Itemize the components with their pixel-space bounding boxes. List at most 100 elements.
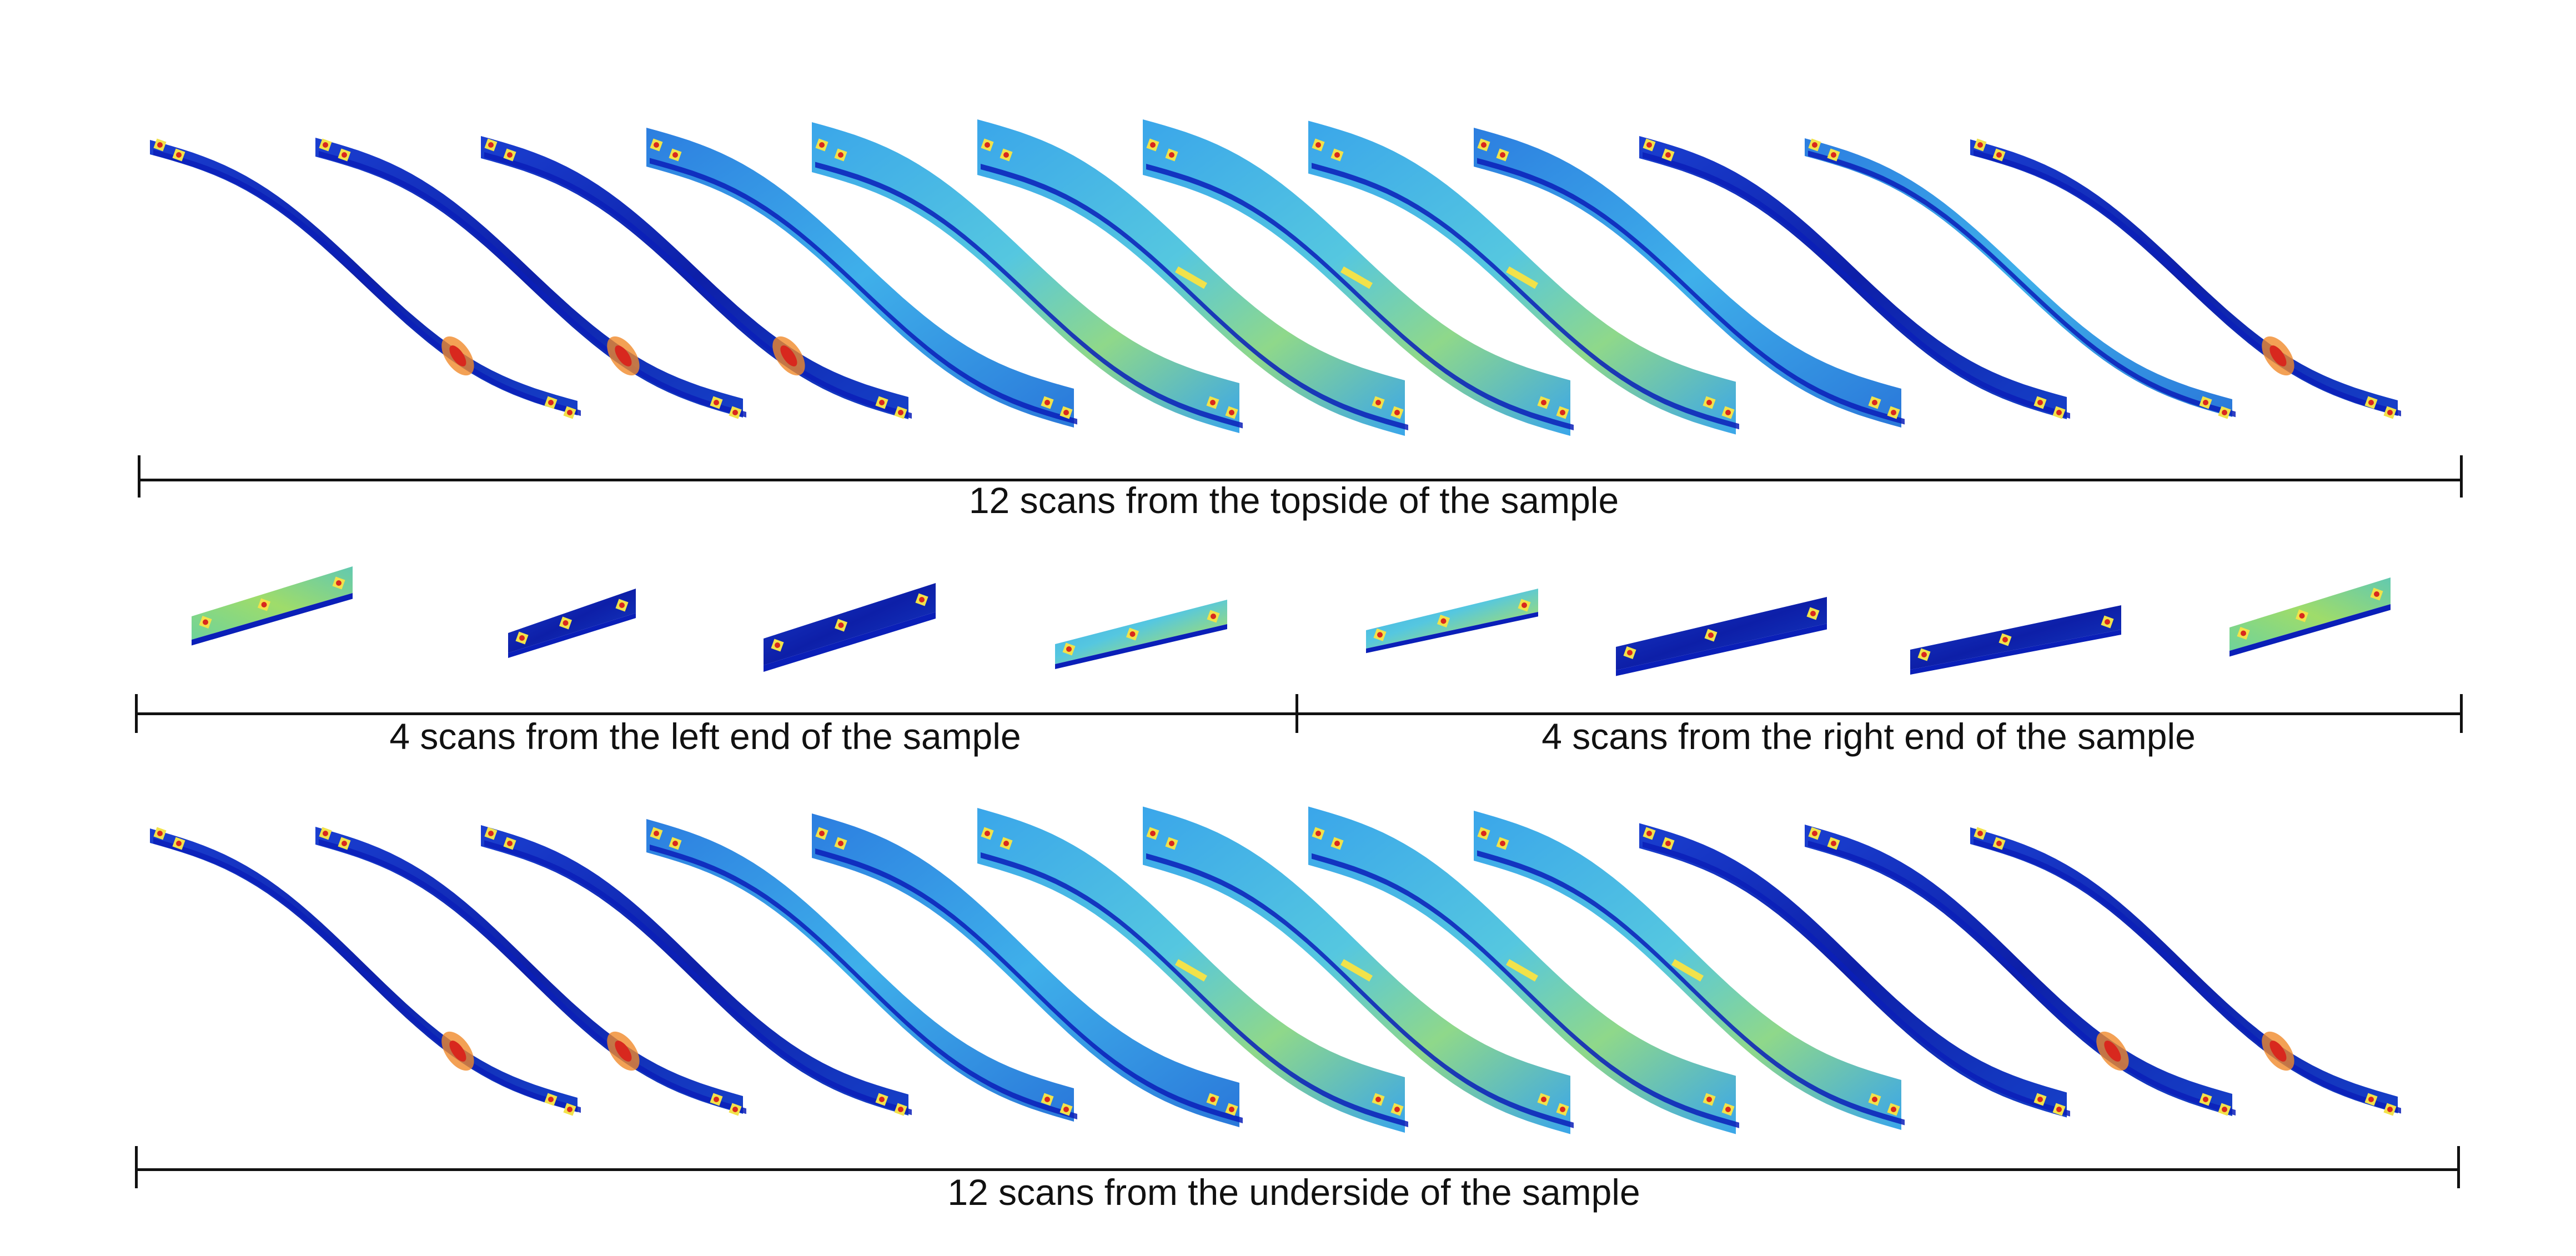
right-end-scan-1-marker-b (1518, 599, 1531, 612)
topside-scan-5-marker-b (834, 148, 847, 162)
topside-scan-3 (481, 136, 912, 419)
underside-scan-9-marker-b (1496, 837, 1509, 850)
topside-scan-11-marker-b (1827, 148, 1840, 162)
underside-scan-12 (1970, 827, 2401, 1116)
underside-scan-11-marker-b (1827, 837, 1840, 850)
underside-scan-5 (812, 813, 1243, 1127)
underside-scan-4-marker-a (650, 827, 663, 840)
right-end-scan-1 (1366, 589, 1538, 654)
topside-scan-4-marker-a (650, 138, 663, 152)
underside-scan-7-marker-a (1146, 827, 1159, 840)
underside-scan-4-marker-d (1059, 1103, 1073, 1116)
topside-caption: 12 scans from the topside of the sample (968, 480, 1619, 521)
underside-scan-2-marker-b (338, 837, 351, 850)
left-end-bracket-line (136, 712, 1297, 715)
left-end-scan-2-marker-b (615, 599, 629, 612)
topside-scan-11-marker-d (2218, 406, 2231, 419)
topside-scan-3-marker-c (875, 396, 888, 409)
underside-scan-12-marker-d (2383, 1103, 2397, 1116)
topside-scan-5-marker-a (815, 138, 828, 152)
underside-scan-6 (977, 808, 1408, 1133)
topside-scan-10-marker-d (2052, 406, 2066, 419)
right-end-scan-4 (2229, 577, 2391, 657)
topside-scan-1-marker-d (563, 406, 576, 419)
underside-scan-12-marker-c (2364, 1093, 2378, 1106)
underside-scan-3-surface (481, 825, 908, 1116)
left-end-scan-4-marker-c (1126, 627, 1139, 641)
underside-scan-1-marker-a (153, 827, 167, 840)
underside-scan-8-marker-c (1703, 1093, 1716, 1106)
underside-scan-6-marker-d (1390, 1103, 1404, 1116)
underside-scan-5-marker-b (834, 837, 847, 850)
underside-scan-7-marker-b (1165, 837, 1178, 850)
topside-scan-9-marker-b (1496, 148, 1509, 162)
underside-scan-10-surface (1639, 823, 2067, 1118)
right-end-scan-4-surface (2229, 577, 2391, 651)
topside-scan-2-marker-a (319, 138, 332, 152)
topside-scan-6-marker-d (1390, 406, 1404, 419)
topside-scan-9-marker-c (1868, 396, 1881, 409)
topside-scan-2-marker-d (729, 406, 742, 419)
underside-scan-11 (1805, 825, 2236, 1116)
topside-scan-4-marker-d (1059, 406, 1073, 419)
left-end-scan-4-marker-b (1207, 610, 1220, 623)
left-end-scan-3-marker-c (834, 619, 848, 632)
topside-scan-5-surface (812, 122, 1239, 433)
topside-scan-1-marker-b (172, 148, 185, 162)
topside-scan-8-marker-c (1703, 396, 1716, 409)
underside-scan-10-marker-b (1661, 837, 1675, 850)
underside-scan-4-marker-c (1041, 1093, 1054, 1106)
topside-bracket-right-tick (2460, 455, 2463, 498)
topside-scan-5 (812, 122, 1243, 433)
underside-scan-3-marker-a (484, 827, 498, 840)
topside-scan-1-marker-c (544, 396, 558, 409)
underside-scan-3-marker-d (894, 1103, 907, 1116)
left-end-scan-3-marker-b (915, 593, 928, 606)
underside-scan-6-marker-c (1372, 1093, 1385, 1106)
underside-scan-10-marker-c (2033, 1093, 2047, 1106)
topside-scan-2-marker-c (710, 396, 723, 409)
underside-scan-10 (1639, 823, 2070, 1118)
topside-scan-8-marker-d (1721, 406, 1735, 419)
topside-scan-6-marker-c (1372, 396, 1385, 409)
underside-scan-9-marker-d (1887, 1103, 1900, 1116)
underside-scan-8-marker-b (1330, 837, 1344, 850)
right-end-scan-2-surface (1616, 597, 1827, 670)
right-end-scan-1-surface (1366, 589, 1538, 649)
topside-scan-2-marker-b (338, 148, 351, 162)
underside-scan-2-surface (315, 827, 743, 1114)
topside-scan-1-marker-a (153, 138, 167, 152)
left-end-scan-3 (764, 583, 936, 672)
underside-scan-11-surface (1805, 825, 2232, 1116)
left-end-scan-4-marker-a (1062, 642, 1076, 656)
left-end-scan-1 (192, 566, 353, 646)
underside-scan-9-marker-a (1477, 827, 1490, 840)
topside-scan-12-marker-a (1974, 138, 1987, 152)
topside-scan-9-marker-d (1887, 406, 1900, 419)
underside-scan-5-marker-d (1225, 1103, 1238, 1116)
underside-bracket-left-tick (135, 1146, 138, 1188)
underside-scan-2 (315, 827, 746, 1116)
underside-scan-4 (646, 819, 1077, 1122)
underside-scan-3-marker-b (503, 837, 516, 850)
right-end-scan-1-marker-a (1373, 628, 1387, 641)
topside-scan-7-marker-d (1556, 406, 1569, 419)
right-end-scan-4-marker-a (2237, 626, 2250, 640)
topside-scan-5-marker-c (1206, 396, 1219, 409)
right-end-scan-3 (1910, 605, 2121, 675)
left-end-scan-2-marker-a (515, 631, 529, 645)
underside-scan-9 (1474, 811, 1905, 1130)
topside-scan-12-marker-d (2383, 406, 2397, 419)
underside-scan-11-marker-a (1808, 827, 1821, 840)
topside-scan-9-marker-a (1477, 138, 1490, 152)
topside-scan-3-marker-b (503, 148, 516, 162)
underside-scan-6-marker-b (1000, 837, 1013, 850)
topside-scan-3-marker-a (484, 138, 498, 152)
topside-bracket-line (139, 479, 2463, 481)
topside-scan-3-surface (481, 136, 908, 419)
topside-scan-2-surface (315, 138, 743, 418)
left-end-scan-2-marker-c (559, 616, 573, 630)
underside-scan-5-marker-a (815, 827, 828, 840)
right-end-scan-4-marker-b (2370, 587, 2383, 601)
